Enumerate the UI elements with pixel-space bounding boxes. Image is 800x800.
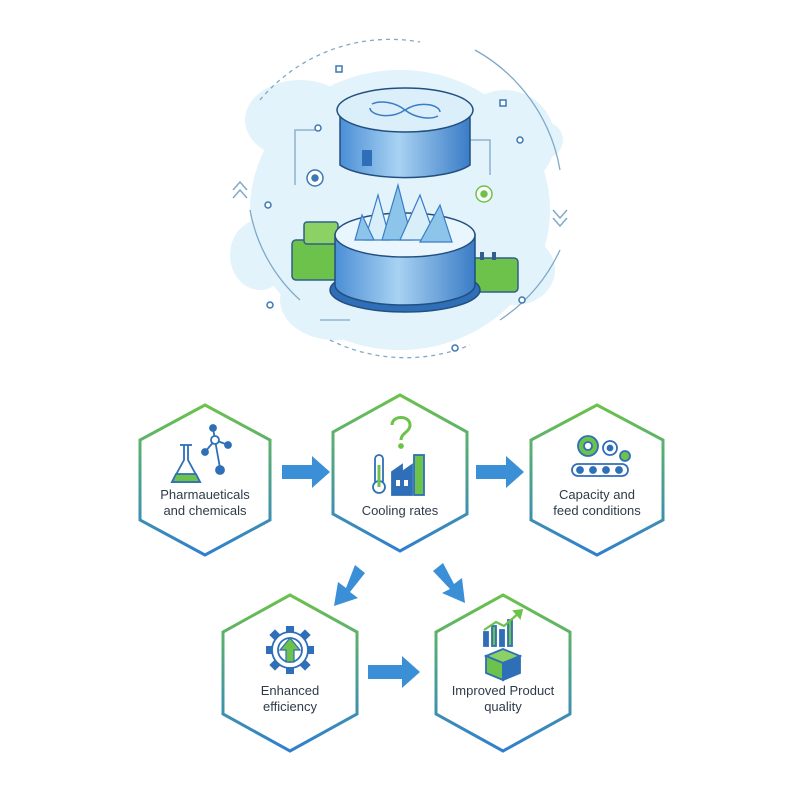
crystal-cluster: [354, 182, 453, 243]
node-dots: [264, 65, 526, 352]
hex-pharma: [138, 403, 272, 557]
thermometer-factory-icon: [372, 416, 425, 496]
swirl-icon: [369, 101, 441, 119]
chevron-icons: [232, 180, 568, 228]
crystallizer-illustration: [230, 38, 568, 359]
node-label-pharma: Pharmaueticals and chemicals: [160, 487, 250, 518]
chart-box-icon: [483, 608, 524, 682]
node-label-efficiency: Enhanced efficiency: [260, 683, 320, 714]
side-module-left: [291, 221, 343, 281]
hex-capacity: [529, 403, 665, 557]
arrow-pharma-to-cooling: [282, 456, 330, 488]
gears-conveyor-icon: [571, 435, 631, 477]
upper-vessel: [336, 87, 474, 179]
node-label-capacity: Capacity and feed conditions: [553, 487, 641, 518]
node-label-quality: Improved Product quality: [451, 683, 555, 714]
arrow-cooling-to-capacity: [476, 456, 524, 488]
arrow-efficiency-to-quality: [368, 656, 420, 688]
orbit-lines: [249, 38, 561, 359]
arrow-cooling-to-efficiency: [334, 565, 365, 606]
connector-arrows: [282, 456, 524, 688]
lower-vessel: [329, 182, 481, 313]
gear-arrow-up-icon: [266, 626, 314, 674]
flask-molecule-icon: [170, 424, 232, 483]
arrow-cooling-to-quality: [433, 563, 465, 603]
node-label-cooling: Cooling rates: [361, 503, 439, 518]
